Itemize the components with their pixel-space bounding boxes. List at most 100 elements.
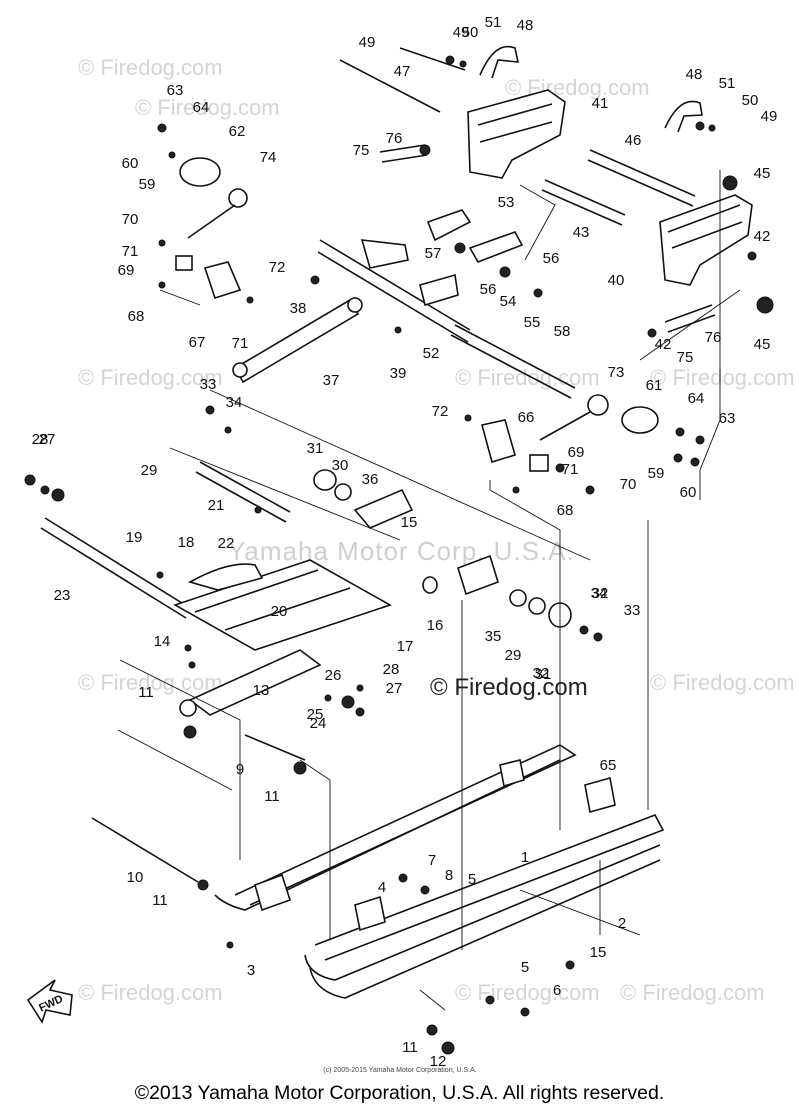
arm-53b (468, 231, 524, 263)
part-callout-62: 62 (229, 123, 246, 140)
part-callout-56: 56 (543, 250, 560, 267)
pipe-43 (541, 179, 626, 226)
runner-2 (304, 844, 661, 981)
part-callout-47: 47 (394, 63, 411, 80)
block-69 (175, 255, 193, 271)
part-callout-76: 76 (386, 130, 403, 147)
part-callout-35: 35 (485, 628, 502, 645)
runner-1 (314, 814, 665, 961)
part-callout-50: 50 (742, 92, 759, 109)
part-callout-45: 45 (754, 165, 771, 182)
part-callout-64: 64 (688, 390, 705, 407)
long-bolt-49 (339, 59, 441, 113)
part-callout-9: 9 (236, 761, 244, 778)
watermark-text: © Firedog.com (78, 365, 223, 390)
part-callout-41: 41 (592, 95, 609, 112)
part-callout-21: 21 (208, 497, 225, 514)
bushing-19 (422, 576, 438, 594)
bolt-75b (664, 304, 716, 333)
parts-artwork: FWD (24, 45, 774, 1055)
frame-20 (173, 559, 392, 651)
bracket-67 (203, 261, 242, 300)
bracket-17b (457, 554, 499, 596)
part-callout-16: 16 (427, 617, 444, 634)
block-69b (529, 454, 549, 472)
handle-48 (479, 45, 520, 79)
watermark-text: © Firedog.com (455, 365, 600, 390)
part-callout-72: 72 (432, 403, 449, 420)
part-callout-30: 30 (332, 457, 349, 474)
rear-bracket-right (659, 194, 753, 286)
part-callout-2: 2 (618, 915, 626, 932)
wheel-31 (334, 483, 352, 501)
part-callout-13: 13 (253, 682, 270, 699)
part-callout-14: 14 (154, 633, 171, 650)
shaft-58 (450, 324, 576, 399)
part-callout-59: 59 (648, 465, 665, 482)
part-callout-73: 73 (608, 364, 625, 381)
part-callout-11: 11 (152, 892, 168, 909)
part-callout-71: 71 (122, 243, 139, 260)
part-callout-4: 4 (378, 879, 386, 896)
part-callout-52: 52 (423, 345, 440, 362)
part-callout-22: 22 (218, 535, 235, 552)
part-callout-23: 23 (54, 587, 71, 604)
part-callout-63: 63 (167, 82, 184, 99)
part-callout-70: 70 (122, 211, 139, 228)
part-callout-48: 48 (517, 17, 534, 34)
watermark-yamaha: Yamaha Motor Corp. U.S.A. (228, 536, 575, 566)
fwd-arrow: FWD (26, 979, 73, 1024)
part-callout-61: 61 (646, 377, 663, 394)
part-callout-72: 72 (269, 259, 286, 276)
wheel-32 (313, 469, 337, 491)
rear-bracket-left (467, 89, 566, 179)
part-callout-24: 24 (310, 715, 327, 732)
cam-61 (621, 406, 659, 434)
arm-53a (426, 209, 472, 242)
part-callout-32: 32 (592, 585, 609, 602)
part-callout-67: 67 (189, 334, 206, 351)
part-callout-26: 26 (325, 667, 342, 684)
part-callout-7: 7 (428, 852, 436, 869)
spring-73 (587, 394, 609, 416)
axle-9 (244, 734, 306, 761)
part-callout-51: 51 (485, 14, 502, 31)
watermark-text: © Firedog.com (78, 980, 223, 1005)
part-callout-33: 33 (200, 376, 217, 393)
part-callout-60: 60 (122, 155, 139, 172)
part-callout-11: 11 (138, 684, 154, 701)
cam-62 (179, 157, 221, 187)
part-callout-11: 11 (402, 1039, 418, 1056)
part-callout-58: 58 (554, 323, 571, 340)
part-callout-76: 76 (705, 329, 722, 346)
bolt-10 (91, 817, 199, 883)
fasteners (24, 55, 774, 1055)
part-callout-43: 43 (573, 224, 590, 241)
runner-2-edge (309, 859, 661, 999)
part-callout-46: 46 (625, 132, 642, 149)
leader-lines (117, 170, 741, 1011)
part-callout-15: 15 (590, 944, 607, 961)
wheel-31b (528, 597, 546, 615)
part-callout-45: 45 (754, 336, 771, 353)
part-callout-51: 51 (719, 75, 736, 92)
slide-block-4 (354, 895, 386, 932)
part-callout-70: 70 (620, 476, 637, 493)
part-callout-49: 49 (359, 34, 376, 51)
spring-74 (228, 188, 248, 208)
part-callout-74: 74 (260, 149, 277, 166)
handle-48b (664, 100, 703, 133)
watermark-layer: © Firedog.com © Firedog.com © Firedog.co… (78, 55, 795, 1005)
part-callout-69: 69 (568, 444, 585, 461)
part-callout-19: 19 (126, 529, 143, 546)
part-callout-71: 71 (232, 335, 249, 352)
pipe-46 (587, 149, 696, 207)
slide-block-4a (254, 873, 291, 912)
part-callout-5: 5 (468, 871, 476, 888)
part-callout-17: 17 (397, 638, 414, 655)
part-callout-34: 34 (226, 394, 243, 411)
watermark-text: © Firedog.com (650, 365, 795, 390)
part-callout-53: 53 (498, 194, 515, 211)
part-callout-42: 42 (655, 336, 672, 353)
part-callout-31: 31 (535, 666, 552, 683)
